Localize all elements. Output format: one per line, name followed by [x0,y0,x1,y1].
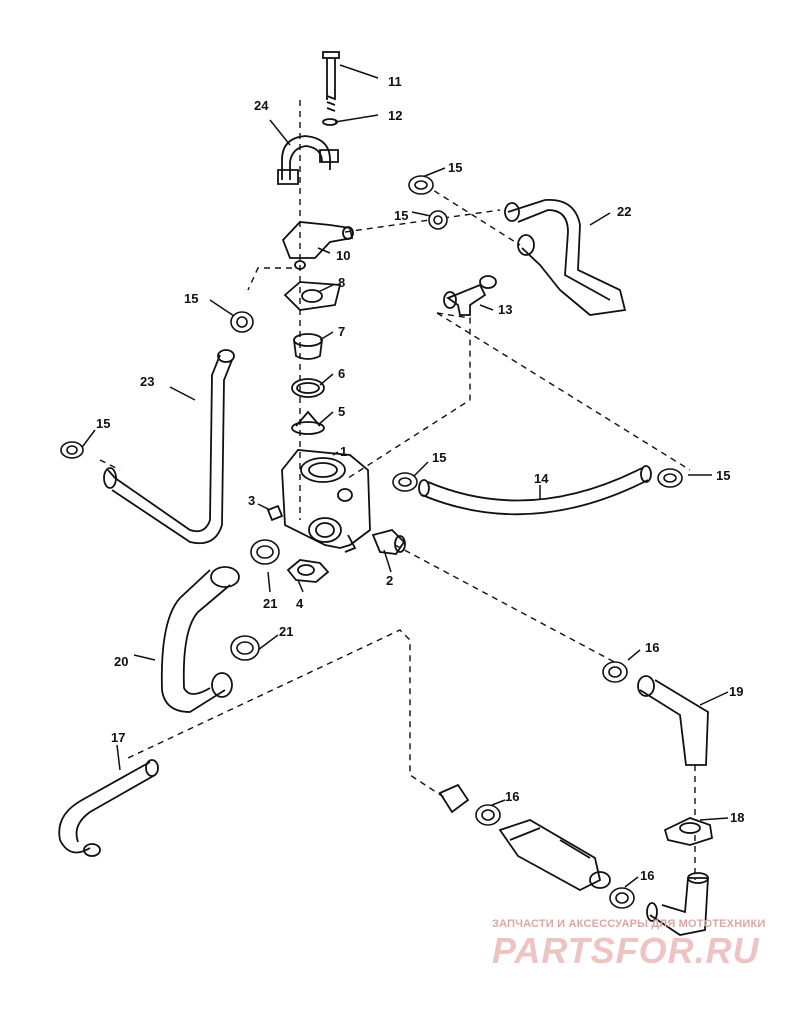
clamp-21a [250,539,280,565]
sleeve-7 [293,333,323,360]
clamp-21b [230,635,260,661]
hose-22 [504,199,627,316]
label-17: 17 [111,730,125,745]
label-16-top: 16 [645,640,659,655]
clamp-16b [475,804,501,826]
label-13: 13 [498,302,512,317]
gasket-8 [283,281,342,311]
label-16-middle: 16 [505,789,519,804]
clamp-16a [602,661,628,683]
hose-bottom [646,872,709,936]
label-4: 4 [296,596,304,611]
label-21-lower: 21 [263,596,277,611]
fitting-2 [371,528,406,555]
hose-19 [637,675,709,766]
clamp-15f [657,468,683,488]
label-24: 24 [254,98,269,113]
clamp-15c [230,311,254,333]
seal-ring-6 [291,378,325,398]
hose-20 [160,566,240,713]
gasket-4 [286,559,330,583]
label-7: 7 [338,324,345,339]
label-19: 19 [729,684,743,699]
label-15-top-mid: 15 [394,208,408,223]
label-15-center: 15 [432,450,446,465]
label-2: 2 [386,573,393,588]
label-20: 20 [114,654,128,669]
washer-12 [322,118,338,126]
clamp-15d [60,441,84,459]
label-14: 14 [534,471,549,486]
label-5: 5 [338,404,345,419]
bolt-11 [322,51,340,112]
pump-assembly [498,819,611,892]
part-number-labels: 11 12 24 15 15 22 10 8 15 13 7 6 23 5 15… [96,74,744,883]
tee-fitting-13 [443,275,497,316]
watermark-tagline: ЗАПЧАСТИ И АКСЕССУАРЫ ДЛЯ МОТОТЕХНИКИ [492,918,766,930]
screw-3 [266,504,284,522]
label-1: 1 [340,444,347,459]
hose-clamps [60,175,683,909]
label-15-right: 15 [716,468,730,483]
bracket-24 [277,135,339,185]
watermark-brand: PARTSFOR.RU [492,930,760,971]
clamp-15e [392,472,418,492]
fitting-bottom [438,783,470,814]
hose-23 [103,349,235,545]
label-23: 23 [140,374,154,389]
parts-drawings [58,51,714,936]
label-12: 12 [388,108,402,123]
bracket-18 [663,817,714,846]
clamp-15b [428,210,448,230]
clamp-16c [609,887,635,909]
hose-17 [58,759,159,857]
label-18: 18 [730,810,744,825]
label-10: 10 [336,248,350,263]
label-3: 3 [248,493,255,508]
hose-14 [418,465,652,516]
label-21-upper: 21 [279,624,293,639]
thermostat-housing-1 [281,449,371,553]
label-6: 6 [338,366,345,381]
label-15-left-lower: 15 [96,416,110,431]
label-22: 22 [617,204,631,219]
elbow-10 [281,221,354,270]
clamp-15a [408,175,434,195]
label-11: 11 [388,74,402,89]
label-15-top-right: 15 [448,160,462,175]
label-15-left-upper: 15 [184,291,198,306]
label-8: 8 [338,275,345,290]
label-16-bottom: 16 [640,868,654,883]
thermostat-5 [291,410,325,435]
